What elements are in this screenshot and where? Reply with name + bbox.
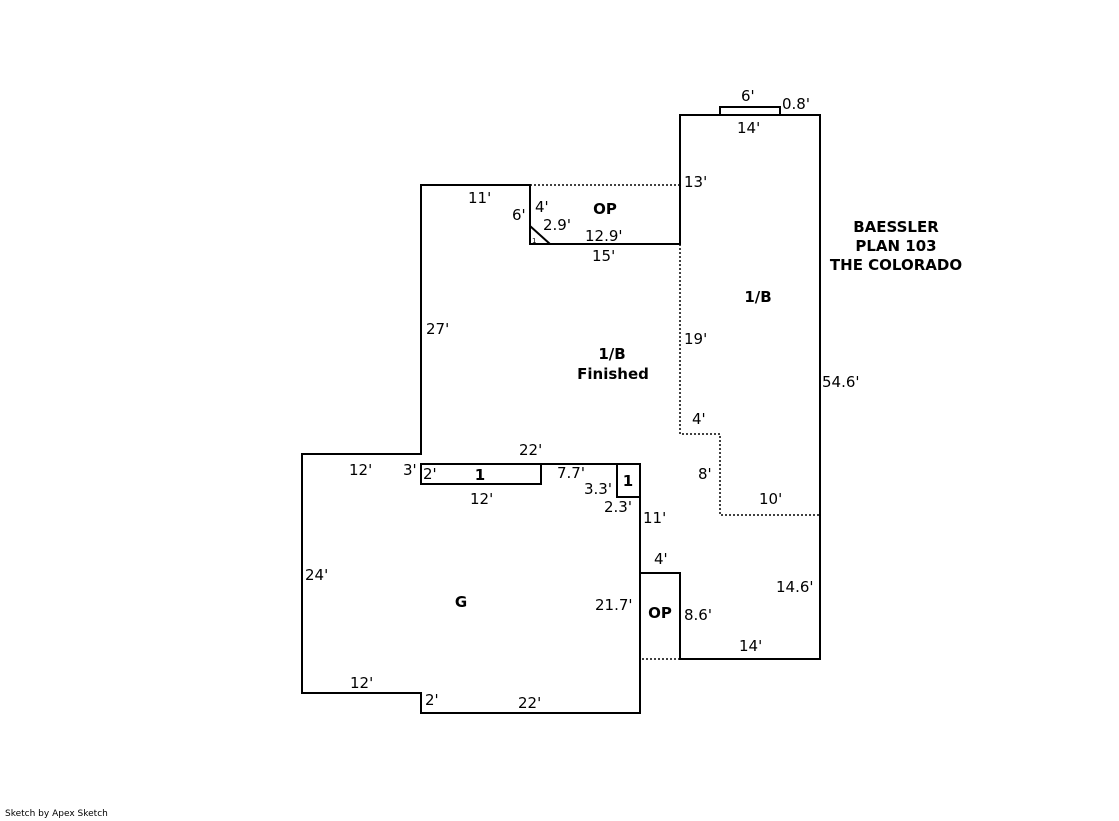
dim: 12' [350,674,373,692]
area-triangle: 1 [532,237,536,245]
dim: 2' [425,691,439,709]
area-main-label: 1/B [598,345,625,363]
area-upper-right: 1/B [744,288,771,306]
dim: 8.6' [684,606,712,624]
dim: 14' [737,119,760,137]
dim: 54.6' [822,373,860,391]
dim: 14.6' [776,578,814,596]
dim: 8' [698,465,712,483]
dim: 22' [518,694,541,712]
dim: 4' [535,198,549,216]
dim: 4' [654,550,668,568]
area-garage: G [455,593,467,611]
title-line3: THE COLORADO [830,256,962,274]
title-line1: BAESSLER [853,218,939,236]
area-main-sub: Finished [577,365,649,383]
area-box1: 1 [475,466,485,484]
dim: 2.9' [543,216,571,234]
dim: 10' [759,490,782,508]
dim: 11' [468,189,491,207]
dim: 12.9' [585,227,623,245]
triangle-diagonal [529,225,551,245]
dim: 4' [692,410,706,428]
dim: 12' [470,490,493,508]
dim: 11' [643,509,666,527]
dim: 2.3' [604,498,632,516]
sketch-credit: Sketch by Apex Sketch [5,809,108,819]
area-divider-dotted [679,244,820,516]
dim: 19' [684,330,707,348]
dim: 21.7' [595,596,633,614]
dim: 6' [512,206,526,224]
dim: 3.3' [584,480,612,498]
dim: 13' [684,173,707,191]
box-1-right [616,463,641,498]
top-bump [719,106,781,116]
building-outline [301,114,821,714]
dim: 22' [519,441,542,459]
dim: 3' [403,461,417,479]
dim: 2' [423,465,437,483]
dim: 24' [305,566,328,584]
dim: 27' [426,320,449,338]
dim: 0.8' [782,95,810,113]
area-box2: 1 [623,472,633,490]
dim: 6' [741,87,755,105]
dimension-labels: 6' 0.8' 14' 13' 11' 6' 4' 2.9' 12.9' 15'… [305,87,860,712]
box-1-left [420,463,542,485]
title-line2: PLAN 103 [855,237,936,255]
dim: 12' [349,461,372,479]
dim: 15' [592,247,615,265]
area-op-bottom: OP [648,604,672,622]
dim: 14' [739,637,762,655]
dim: 7.7' [557,464,585,482]
area-op-top: OP [593,200,617,218]
